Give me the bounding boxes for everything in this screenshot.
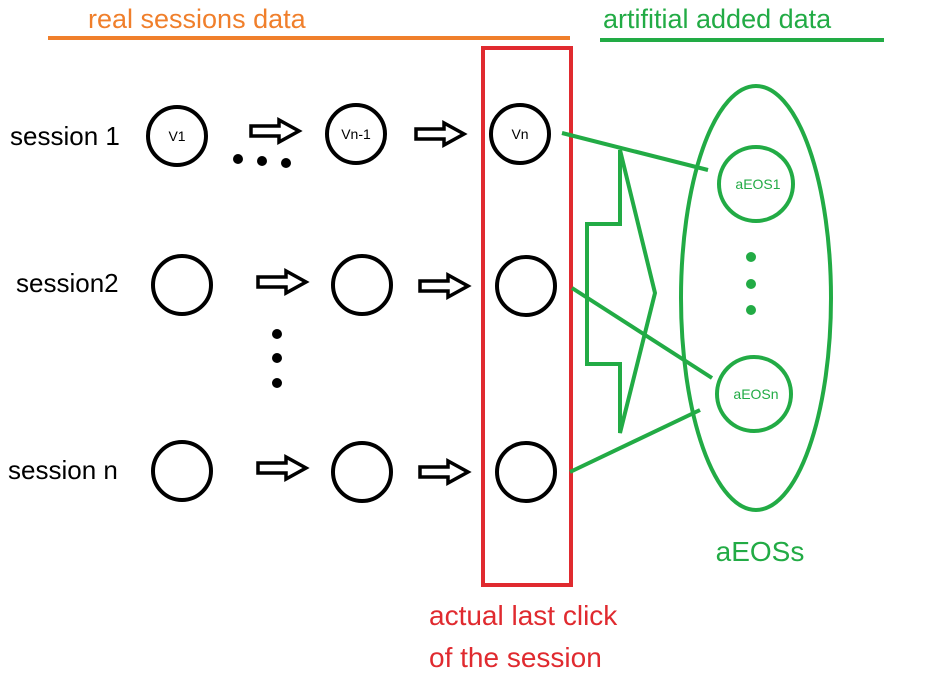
node-sn-first bbox=[151, 440, 213, 502]
session-1-label: session 1 bbox=[10, 121, 120, 151]
arrow-s1-b bbox=[414, 121, 466, 147]
node-s2-middle bbox=[331, 254, 393, 316]
node-sn-last bbox=[495, 441, 557, 503]
node-vn-1 bbox=[325, 103, 387, 165]
node-v1 bbox=[146, 105, 208, 167]
real-sessions-header: real sessions data bbox=[88, 4, 307, 34]
arrow-sn-a bbox=[256, 455, 308, 481]
arrow-s2-a bbox=[256, 269, 308, 295]
node-vn bbox=[489, 103, 551, 165]
artificial-data-header: artifitial added data bbox=[603, 4, 832, 34]
ellipsis-dots-vertical bbox=[272, 329, 282, 388]
node-s2-first bbox=[151, 254, 213, 316]
session-2-label: session2 bbox=[16, 268, 119, 298]
aeos-first-node bbox=[717, 145, 795, 223]
aeos-last-label: aEOSn bbox=[733, 386, 778, 402]
arrow-s2-b bbox=[418, 273, 470, 299]
arrow-sn-b bbox=[418, 459, 470, 485]
ellipsis-dots-row1 bbox=[233, 154, 291, 168]
last-click-caption-line2: of the session bbox=[429, 642, 602, 673]
last-click-caption-line1: actual last click bbox=[429, 600, 618, 631]
connector-lines bbox=[561, 131, 714, 474]
node-v1-label: V1 bbox=[168, 128, 185, 144]
node-s2-last bbox=[495, 255, 557, 317]
big-right-arrow bbox=[585, 149, 658, 434]
aeos-last-node bbox=[715, 355, 793, 433]
aeos-group-label: aEOSs bbox=[716, 536, 805, 567]
aeos-first-label: aEOS1 bbox=[735, 176, 780, 192]
node-sn-middle bbox=[331, 441, 393, 503]
node-vn-1-label: Vn-1 bbox=[341, 126, 371, 142]
arrow-s1-a bbox=[249, 118, 301, 144]
aeos-ellipsis-dots bbox=[746, 252, 756, 315]
session-n-label: session n bbox=[8, 455, 118, 485]
node-vn-label: Vn bbox=[511, 126, 528, 142]
aeos-group-ellipse bbox=[679, 84, 833, 512]
last-click-box bbox=[481, 46, 573, 587]
